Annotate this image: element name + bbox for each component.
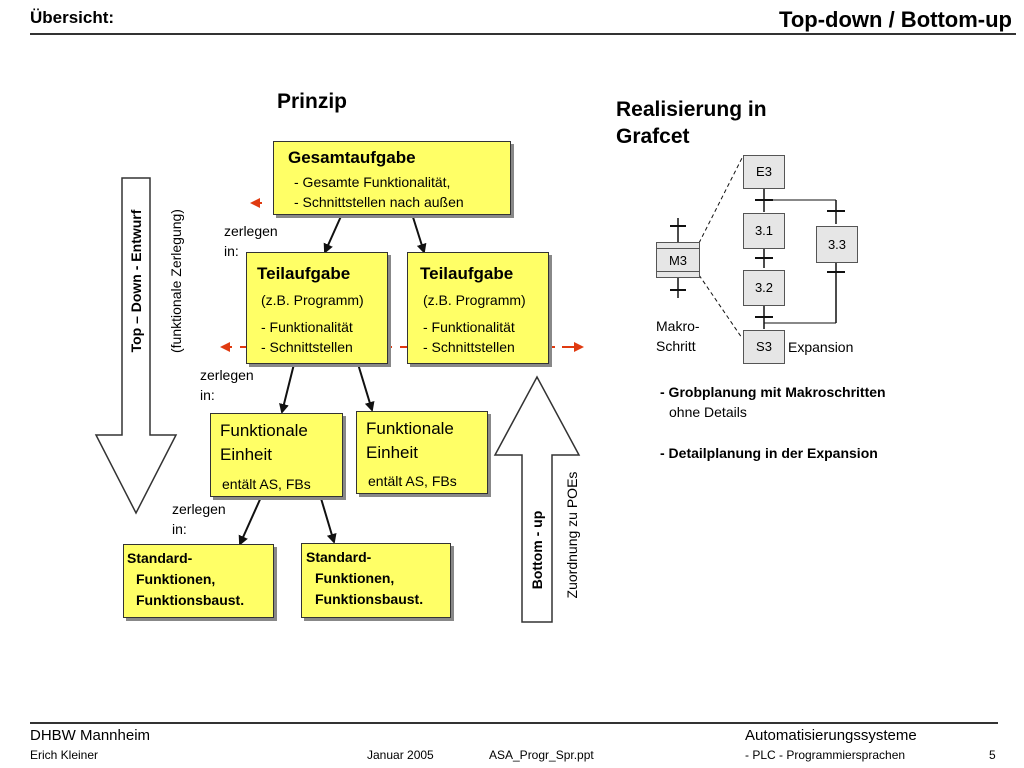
top-down-label: Top – Down - Entwurf [128, 209, 144, 353]
funk-title1: Funktionale [366, 419, 454, 438]
std-line3: Funktionsbaust. [315, 591, 424, 607]
box-teilaufgabe-2: Teilaufgabe (z.B. Programm) - Funktional… [407, 252, 549, 364]
std-line2: Funktionen, [315, 570, 395, 586]
zerlegen-line1: zerlegen [224, 223, 278, 239]
teil-line2: - Schnittstellen [423, 339, 515, 355]
funk-sub: entält AS, FBs [368, 473, 457, 489]
expansion-label: Expansion [788, 339, 854, 355]
zerlegen-label-2: zerlegen in: [200, 365, 254, 405]
teil-title: Teilaufgabe [420, 264, 514, 283]
teil-example: (z.B. Programm) [423, 292, 526, 308]
teil-line1: - Funktionalität [423, 319, 515, 335]
bottom-up-sublabel: Zuordnung zu POEs [564, 471, 580, 599]
box-gesamtaufgabe: Gesamtaufgabe - Gesamte Funktionalität, … [273, 141, 511, 215]
zerlegen-line1: zerlegen [172, 501, 226, 517]
box-teilaufgabe-1: Teilaufgabe (z.B. Programm) - Funktional… [246, 252, 388, 364]
heading-prinzip: Prinzip [277, 90, 348, 113]
box-funktionale-einheit-1: Funktionale Einheit entält AS, FBs [210, 413, 343, 497]
std-line1: Standard- [127, 550, 193, 566]
macro-label: Makro- Schritt [656, 316, 700, 356]
teil-example: (z.B. Programm) [261, 292, 364, 308]
macro-step-label: M3 [668, 253, 688, 268]
teil-title: Teilaufgabe [257, 264, 351, 283]
box-standard-2: Standard- Funktionen, Funktionsbaust. [301, 543, 451, 618]
gesamt-title: Gesamtaufgabe [288, 148, 416, 167]
box-standard-1: Standard- Funktionen, Funktionsbaust. [123, 544, 274, 618]
funk-title2: Einheit [220, 445, 272, 464]
footer-page: 5 [989, 748, 996, 762]
macro-step: M3 [656, 242, 700, 278]
step-3-3: 3.3 [816, 226, 858, 263]
zerlegen-line1: zerlegen [200, 367, 254, 383]
gesamt-line2: - Schnittstellen nach außen [294, 194, 464, 210]
macro-label-line2: Schritt [656, 338, 696, 354]
bullet-grobplanung: - Grobplanung mit Makroschritten ohne De… [660, 382, 886, 422]
footer-org: DHBW Mannheim [30, 727, 151, 744]
std-line2: Funktionen, [136, 571, 216, 587]
footer-author: Erich Kleiner [30, 748, 99, 762]
box-funktionale-einheit-2: Funktionale Einheit entält AS, FBs [356, 411, 488, 494]
teil-line1: - Funktionalität [261, 319, 353, 335]
header-divider [30, 33, 1016, 35]
teil-line2: - Schnittstellen [261, 339, 353, 355]
footer-topic: - PLC - Programmiersprachen [745, 748, 906, 762]
step-3-2: 3.2 [743, 270, 785, 306]
funk-sub: entält AS, FBs [222, 476, 311, 492]
heading-realisierung: Realisierung in Grafcet [616, 98, 767, 148]
macro-label-line1: Makro- [656, 318, 700, 334]
zerlegen-label-3: zerlegen in: [172, 499, 226, 539]
zerlegen-line2: in: [224, 243, 239, 259]
step-3-1: 3.1 [743, 213, 785, 249]
std-line3: Funktionsbaust. [136, 592, 245, 608]
bullet-grobplanung-line1: - Grobplanung mit Makroschritten [660, 384, 886, 400]
bottom-up-arrow [493, 375, 581, 623]
funk-title1: Funktionale [220, 421, 308, 440]
bullet-grobplanung-line2: ohne Details [669, 404, 747, 420]
bottom-up-label: Bottom - up [529, 510, 545, 590]
footer-divider [30, 722, 998, 724]
zerlegen-label-1: zerlegen in: [224, 221, 278, 261]
gesamt-line1: - Gesamte Funktionalität, [294, 174, 451, 190]
top-down-sublabel: (funktionale Zerlegung) [168, 209, 184, 353]
funk-title2: Einheit [366, 443, 418, 462]
top-down-arrow [94, 177, 178, 515]
slide-title: Top-down / Bottom-up [779, 7, 1012, 32]
step-e3: E3 [743, 155, 785, 189]
step-s3: S3 [743, 330, 785, 364]
footer-file: ASA_Progr_Spr.ppt [489, 748, 594, 762]
zerlegen-line2: in: [172, 521, 187, 537]
section-label: Übersicht: [30, 8, 115, 27]
footer-course: Automatisierungssysteme [745, 727, 917, 744]
bullet-detailplanung: - Detailplanung in der Expansion [660, 445, 878, 461]
footer-date: Januar 2005 [367, 748, 434, 762]
std-line1: Standard- [306, 549, 372, 565]
zerlegen-line2: in: [200, 387, 215, 403]
